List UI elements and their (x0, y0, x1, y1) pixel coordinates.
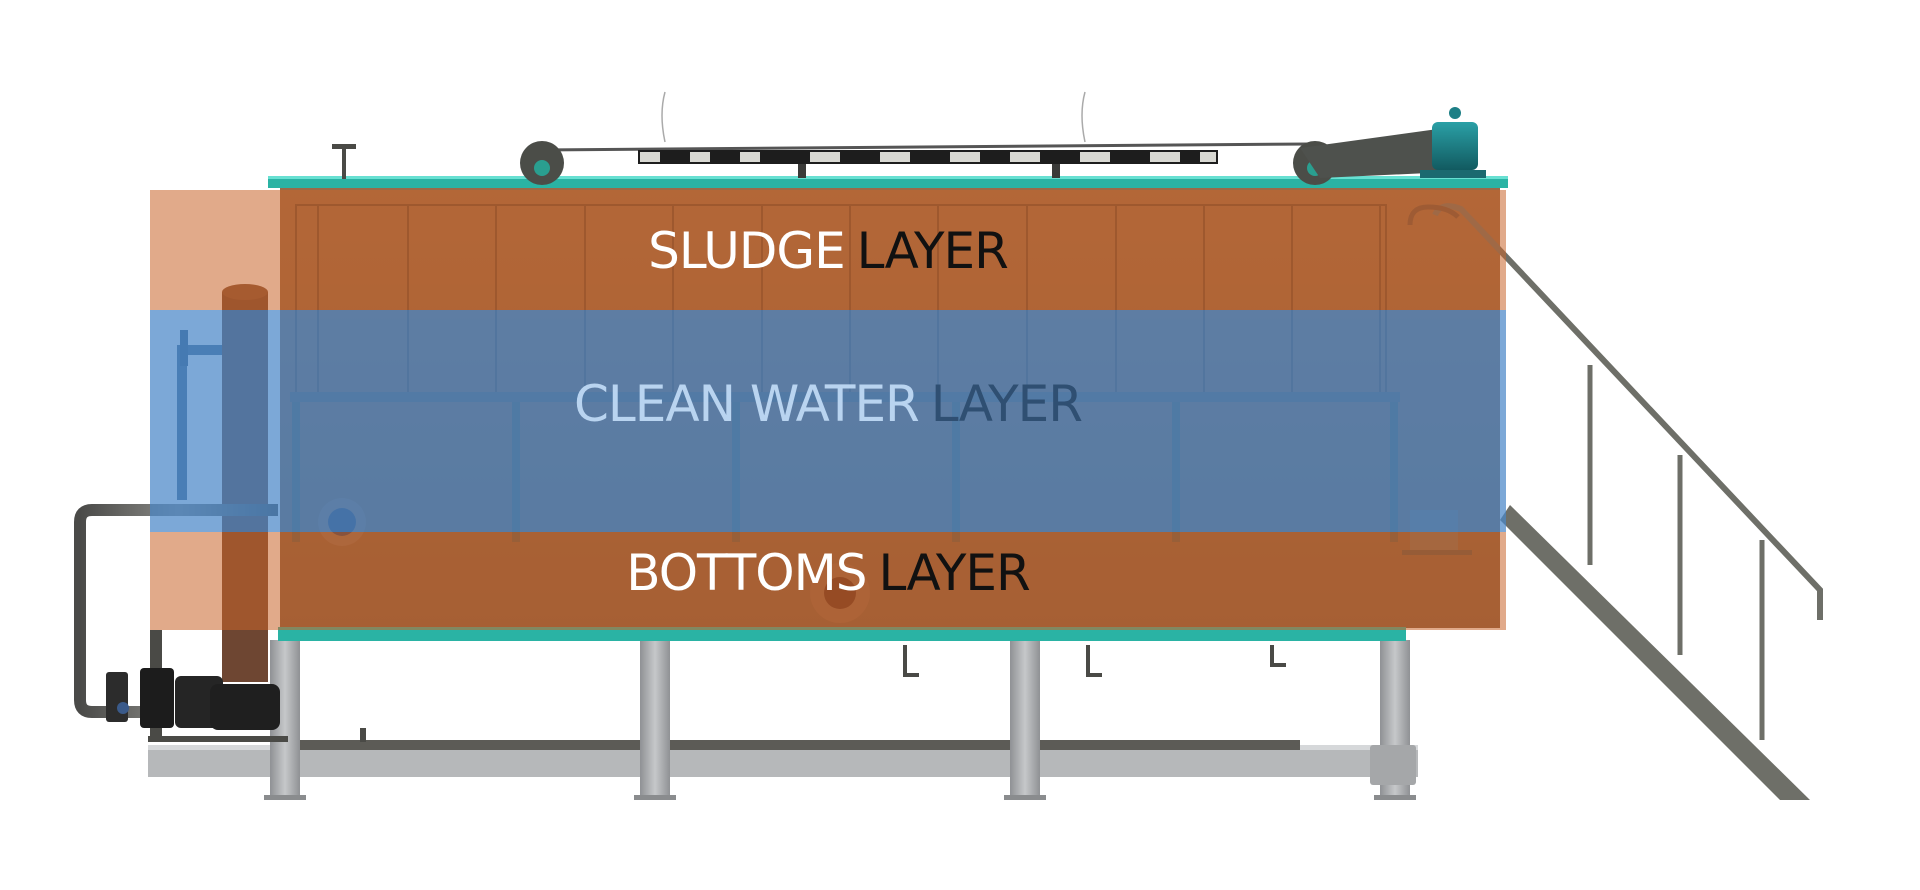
drain-valves (903, 645, 1286, 677)
pump-icon (106, 668, 288, 742)
support-leg (1010, 640, 1040, 800)
skimmer-chain-icon (332, 91, 1486, 185)
clean-water-layer-band (150, 310, 1506, 532)
layer-overlays (150, 190, 1506, 630)
sludge-layer-band (150, 190, 1506, 310)
motor-icon (1420, 107, 1486, 178)
bottoms-layer-band (150, 532, 1506, 630)
support-leg (640, 640, 670, 800)
support-frame (148, 640, 1418, 800)
tank-bottom-rim (278, 627, 1406, 641)
tank-top-rim (268, 178, 1508, 188)
